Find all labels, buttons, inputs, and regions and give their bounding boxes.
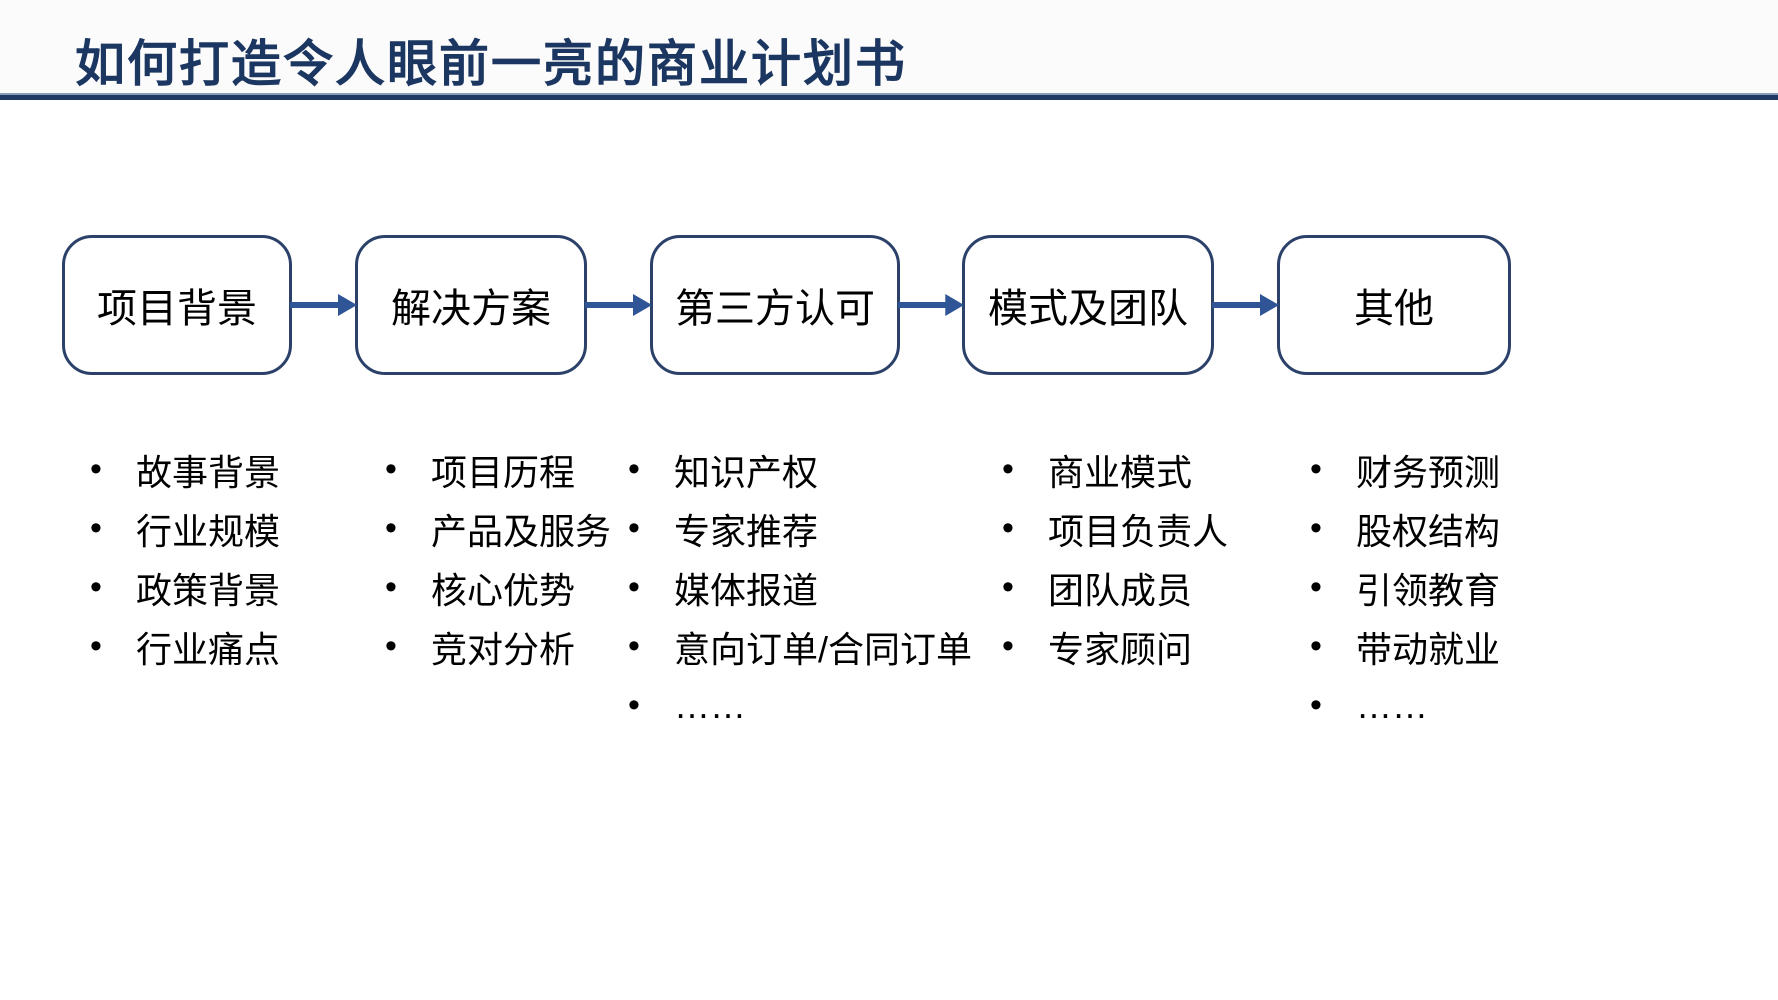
list-item: 意向订单/合同订单 bbox=[628, 617, 972, 676]
bullet-icon bbox=[385, 509, 431, 548]
title-divider bbox=[0, 93, 1778, 100]
flow-step-third-party-recognition: 第三方认可 bbox=[650, 235, 900, 375]
bullet-icon bbox=[385, 568, 431, 607]
list-item: …… bbox=[628, 676, 972, 735]
list-item: 故事背景 bbox=[90, 440, 280, 499]
list-item: 媒体报道 bbox=[628, 558, 972, 617]
bullet-icon bbox=[90, 568, 136, 607]
right-arrow-icon bbox=[1212, 292, 1279, 318]
bullet-icon bbox=[1310, 686, 1356, 725]
list-item: 行业痛点 bbox=[90, 617, 280, 676]
bullet-icon bbox=[1310, 568, 1356, 607]
bullet-icon bbox=[628, 627, 674, 666]
bullet-icon bbox=[1002, 509, 1048, 548]
flow-step-label: 项目背景 bbox=[97, 287, 257, 331]
list-item: 竞对分析 bbox=[385, 617, 611, 676]
flow-step-others: 其他 bbox=[1277, 235, 1511, 375]
right-arrow-icon bbox=[585, 292, 652, 318]
list-item: …… bbox=[1310, 676, 1500, 735]
bullet-icon bbox=[1310, 450, 1356, 489]
bullet-icon bbox=[628, 686, 674, 725]
list-item: 项目历程 bbox=[385, 440, 611, 499]
slide-header bbox=[0, 0, 1778, 93]
bullet-list-third-party-recognition: 知识产权 专家推荐 媒体报道 意向订单/合同订单 …… bbox=[628, 440, 972, 735]
bullet-list-others: 财务预测 股权结构 引领教育 带动就业 …… bbox=[1310, 440, 1500, 735]
flow-step-model-and-team: 模式及团队 bbox=[962, 235, 1214, 375]
bullet-icon bbox=[1002, 568, 1048, 607]
list-item: 股权结构 bbox=[1310, 499, 1500, 558]
flow-step-label: 模式及团队 bbox=[988, 287, 1188, 331]
list-item: 财务预测 bbox=[1310, 440, 1500, 499]
bullet-icon bbox=[385, 627, 431, 666]
bullet-icon bbox=[1310, 509, 1356, 548]
bullet-icon bbox=[90, 509, 136, 548]
bullet-icon bbox=[1002, 627, 1048, 666]
flow-step-label: 第三方认可 bbox=[675, 287, 875, 331]
bullet-icon bbox=[1002, 450, 1048, 489]
list-item: 行业规模 bbox=[90, 499, 280, 558]
bullet-icon bbox=[628, 568, 674, 607]
right-arrow-icon bbox=[898, 292, 964, 318]
list-item: 商业模式 bbox=[1002, 440, 1228, 499]
bullet-icon bbox=[90, 627, 136, 666]
bullet-list-solution: 项目历程 产品及服务 核心优势 竞对分析 bbox=[385, 440, 611, 676]
page-title: 如何打造令人眼前一亮的商业计划书 bbox=[75, 36, 907, 92]
bullet-icon bbox=[628, 509, 674, 548]
flow-step-label: 其他 bbox=[1354, 287, 1434, 331]
list-item: 项目负责人 bbox=[1002, 499, 1228, 558]
right-arrow-icon bbox=[290, 292, 357, 318]
list-item: 核心优势 bbox=[385, 558, 611, 617]
bullet-icon bbox=[90, 450, 136, 489]
flow-step-label: 解决方案 bbox=[391, 287, 551, 331]
list-item: 产品及服务 bbox=[385, 499, 611, 558]
list-item: 专家顾问 bbox=[1002, 617, 1228, 676]
list-item: 团队成员 bbox=[1002, 558, 1228, 617]
bullet-icon bbox=[628, 450, 674, 489]
bullet-icon bbox=[385, 450, 431, 489]
bullet-list-project-background: 故事背景 行业规模 政策背景 行业痛点 bbox=[90, 440, 280, 676]
bullet-list-model-and-team: 商业模式 项目负责人 团队成员 专家顾问 bbox=[1002, 440, 1228, 676]
bullet-icon bbox=[1310, 627, 1356, 666]
flow-step-solution: 解决方案 bbox=[355, 235, 587, 375]
list-item: 知识产权 bbox=[628, 440, 972, 499]
list-item: 带动就业 bbox=[1310, 617, 1500, 676]
list-item: 引领教育 bbox=[1310, 558, 1500, 617]
flow-step-project-background: 项目背景 bbox=[62, 235, 292, 375]
list-item: 政策背景 bbox=[90, 558, 280, 617]
list-item: 专家推荐 bbox=[628, 499, 972, 558]
